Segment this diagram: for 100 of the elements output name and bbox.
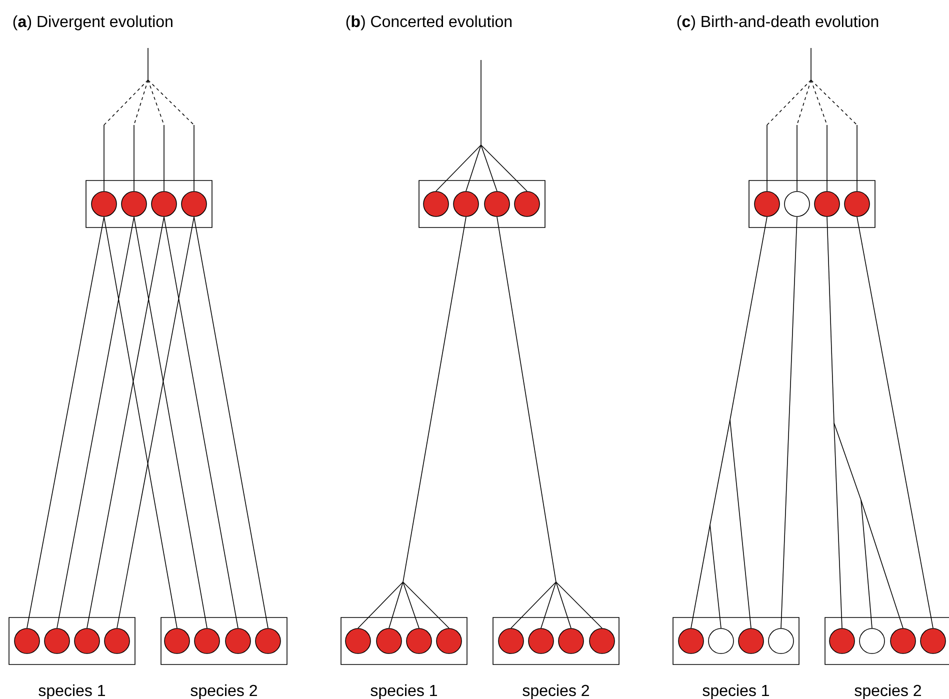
panel-title: (b) Concerted evolution	[346, 15, 512, 30]
tree-branch	[810, 80, 828, 126]
gene-cluster-box	[824, 617, 949, 665]
gene-circle	[859, 628, 885, 654]
gene-circle	[436, 628, 462, 654]
tree-branch	[466, 144, 482, 192]
tree-branch	[710, 524, 722, 628]
tree-branch	[116, 216, 194, 628]
gene-cluster-box	[160, 617, 288, 665]
tree-branch	[104, 216, 178, 628]
gene-circle	[844, 191, 870, 217]
tree-branch	[556, 582, 572, 628]
gene-circle	[44, 628, 70, 654]
gene-circle	[181, 191, 207, 217]
gene-cluster-box	[672, 617, 800, 665]
gene-circle	[453, 191, 479, 217]
tree-branch	[710, 420, 730, 526]
gene-circle	[738, 628, 764, 654]
tree-branch	[86, 216, 164, 628]
gene-circle	[91, 191, 117, 217]
tree-branch	[194, 216, 268, 628]
tree-branch	[856, 216, 934, 628]
tree-branch	[810, 48, 812, 80]
gene-circle	[768, 628, 794, 654]
gene-circle	[589, 628, 615, 654]
tree-branch	[402, 582, 420, 628]
tree-branch	[26, 216, 104, 628]
tree-branch	[358, 582, 404, 628]
tree-branch	[834, 422, 862, 500]
tree-branch	[860, 500, 872, 628]
gene-cluster-box	[340, 617, 468, 665]
gene-circle	[376, 628, 402, 654]
panel-title: (c) Birth-and-death evolution	[677, 15, 878, 30]
tree-branch	[104, 80, 148, 126]
gene-circle	[423, 191, 449, 217]
gene-circle	[151, 191, 177, 217]
gene-circle	[484, 191, 510, 217]
gene-circle	[225, 628, 251, 654]
gene-circle	[920, 628, 946, 654]
gene-circle	[14, 628, 40, 654]
tree-branch	[148, 80, 194, 126]
tree-branch	[134, 216, 208, 628]
tree-branch	[388, 582, 404, 628]
species-label: species 2	[854, 684, 921, 699]
gene-cluster-box	[8, 617, 136, 665]
gene-circle	[104, 628, 130, 654]
gene-circle	[255, 628, 281, 654]
tree-branch	[556, 582, 602, 628]
tree-branch	[436, 144, 482, 192]
species-label: species 2	[522, 684, 589, 699]
gene-circle	[558, 628, 584, 654]
tree-branch	[402, 582, 450, 628]
gene-circle	[121, 191, 147, 217]
tree-branch	[826, 216, 834, 424]
gene-circle	[528, 628, 554, 654]
tree-branch	[134, 80, 148, 126]
gene-circle	[406, 628, 432, 654]
gene-cluster-box	[418, 180, 546, 228]
tree-branch	[540, 582, 556, 628]
gene-cluster-box	[492, 617, 620, 665]
gene-circle	[829, 628, 855, 654]
tree-branch	[796, 124, 798, 192]
species-label: species 2	[190, 684, 257, 699]
gene-circle	[708, 628, 734, 654]
gene-cluster-box	[86, 180, 212, 228]
tree-branch	[480, 144, 528, 192]
tree-branch	[766, 124, 768, 192]
tree-branch	[860, 500, 904, 628]
tree-branch	[164, 216, 238, 628]
species-label: species 1	[370, 684, 437, 699]
gene-circle	[678, 628, 704, 654]
gene-circle	[74, 628, 100, 654]
tree-branch	[148, 80, 164, 126]
tree-branch	[730, 420, 752, 628]
tree-branch	[496, 216, 556, 582]
gene-circle	[754, 191, 780, 217]
panel-title: (a) Divergent evolution	[13, 15, 172, 30]
tree-branch	[834, 422, 842, 628]
tree-branch	[730, 216, 768, 420]
tree-branch	[480, 60, 482, 146]
gene-circle	[514, 191, 540, 217]
tree-branch	[780, 216, 798, 628]
tree-branch	[796, 80, 812, 126]
gene-circle	[814, 191, 840, 217]
tree-branch	[826, 124, 828, 192]
tree-branch	[856, 124, 858, 192]
gene-circle	[345, 628, 371, 654]
tree-branch	[402, 216, 466, 582]
species-label: species 1	[702, 684, 769, 699]
gene-circle	[164, 628, 190, 654]
gene-circle	[498, 628, 524, 654]
tree-branch	[690, 524, 710, 628]
tree-branch	[810, 80, 858, 126]
gene-circle	[890, 628, 916, 654]
gene-circle	[784, 191, 810, 217]
tree-branch	[56, 216, 134, 628]
gene-circle	[194, 628, 220, 654]
species-label: species 1	[38, 684, 105, 699]
tree-branch	[510, 582, 556, 628]
tree-branch	[766, 80, 812, 126]
